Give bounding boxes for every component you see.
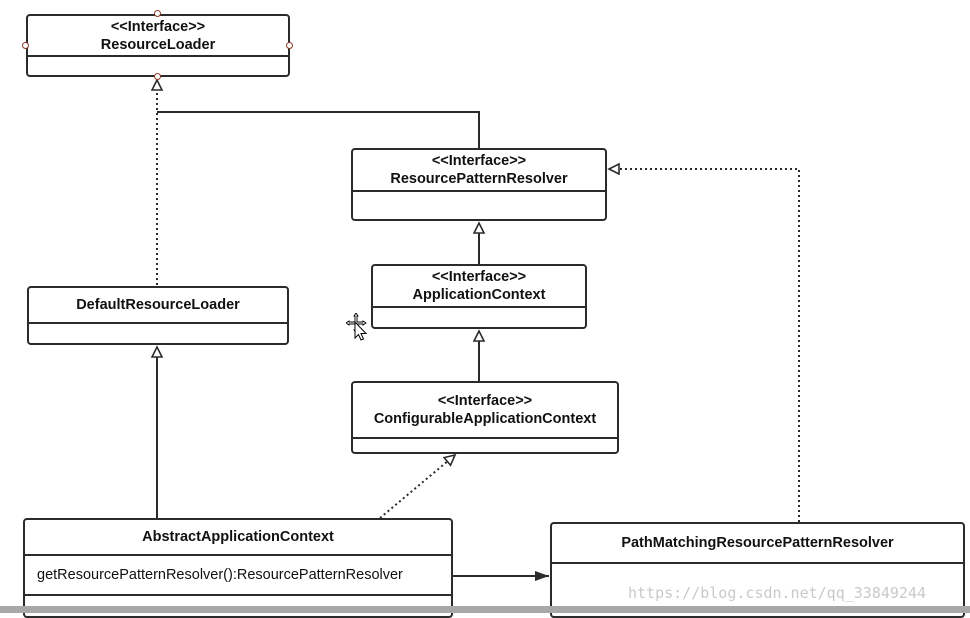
class-name: ResourceLoader — [100, 36, 216, 53]
move-cursor-icon — [346, 313, 368, 341]
selection-handle-bottom[interactable] — [154, 73, 161, 80]
class-body — [373, 308, 585, 327]
class-name: ConfigurableApplicationContext — [373, 411, 597, 427]
class-name: DefaultResourceLoader — [76, 297, 240, 313]
operation-getresourcepatternresolver: getResourcePatternResolver():ResourcePat… — [37, 567, 403, 583]
class-configurableapplicationcontext[interactable]: <<Interface>> ConfigurableApplicationCon… — [351, 381, 619, 454]
stereotype-label: <<Interface>> — [437, 393, 533, 409]
selection-handle-top[interactable] — [154, 10, 161, 17]
class-pathmatchingresourcepatternresolver[interactable]: PathMatchingResourcePatternResolver — [550, 522, 965, 618]
class-header: <<Interface>> ResourcePatternResolver — [353, 150, 605, 192]
class-header: AbstractApplicationContext — [25, 520, 451, 556]
class-abstractapplicationcontext[interactable]: AbstractApplicationContext getResourcePa… — [23, 518, 453, 618]
class-applicationcontext[interactable]: <<Interface>> ApplicationContext — [371, 264, 587, 329]
class-defaultresourceloader[interactable]: DefaultResourceLoader — [27, 286, 289, 345]
class-header: <<Interface>> ResourceLoader — [28, 16, 288, 57]
class-resourceloader[interactable]: <<Interface>> ResourceLoader — [26, 14, 290, 77]
class-header: PathMatchingResourcePatternResolver — [552, 524, 963, 564]
window-bottom-border — [0, 606, 970, 613]
class-name: ResourcePatternResolver — [390, 171, 568, 187]
generalization-resourcepatternresolver-resourceloader — [157, 111, 480, 148]
realization-pathmatching-resourcepatternresolver — [609, 169, 800, 522]
stereotype-label: <<Interface>> — [431, 153, 527, 169]
class-resourcepatternresolver[interactable]: <<Interface>> ResourcePatternResolver — [351, 148, 607, 221]
stereotype-label: <<Interface>> — [110, 18, 206, 35]
realization-abstractapplicationcontext-configurable — [379, 455, 455, 519]
watermark-text: https://blog.csdn.net/qq_33849244 — [628, 584, 927, 602]
class-header: <<Interface>> ConfigurableApplicationCon… — [353, 383, 617, 439]
class-name: ApplicationContext — [412, 287, 546, 303]
class-body — [353, 439, 617, 452]
selection-handle-left[interactable] — [22, 42, 29, 49]
class-header: <<Interface>> ApplicationContext — [373, 266, 585, 308]
class-header: DefaultResourceLoader — [29, 288, 287, 324]
class-body — [353, 192, 605, 219]
class-body — [29, 324, 287, 343]
class-name: PathMatchingResourcePatternResolver — [621, 535, 894, 551]
class-operations: getResourcePatternResolver():ResourcePat… — [25, 556, 451, 596]
stereotype-label: <<Interface>> — [431, 269, 527, 285]
selection-handle-right[interactable] — [286, 42, 293, 49]
class-name: AbstractApplicationContext — [142, 529, 334, 545]
